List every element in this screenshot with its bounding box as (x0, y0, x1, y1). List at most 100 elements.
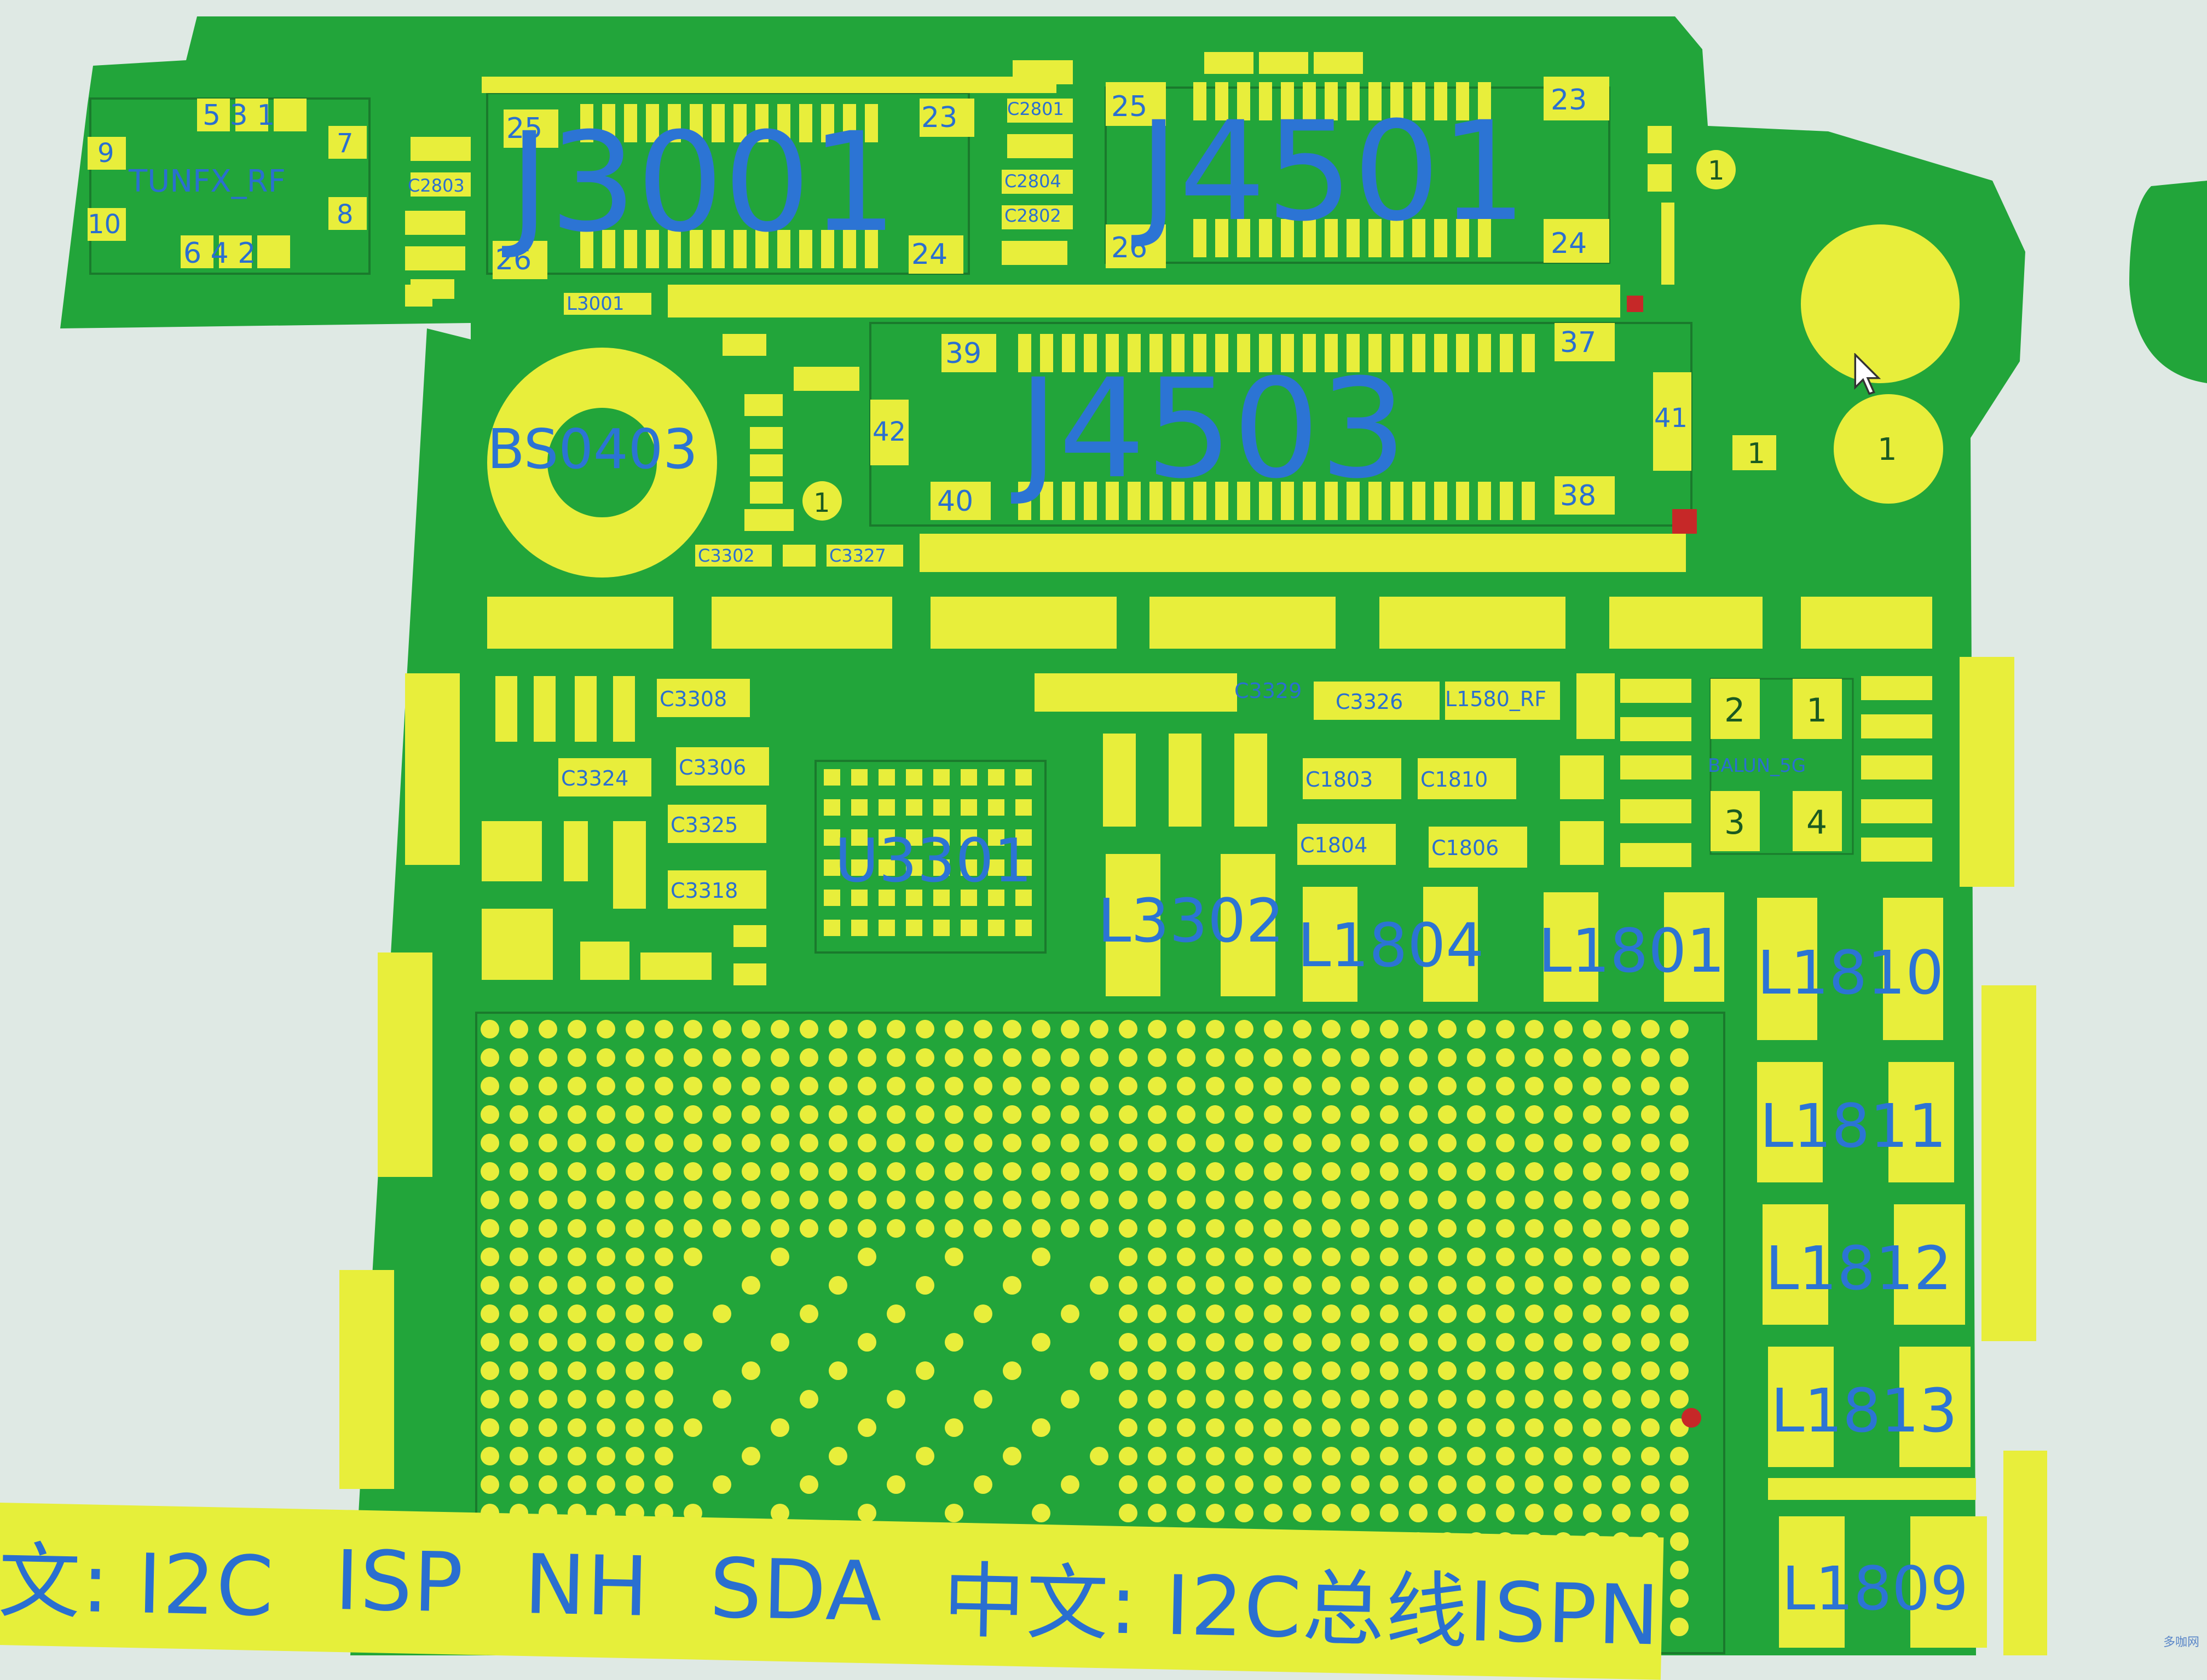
bga-ball (1148, 1248, 1166, 1266)
bga-ball (1206, 1105, 1224, 1124)
bga-ball (1380, 1333, 1399, 1352)
bga-ball (1409, 1191, 1428, 1209)
bga-ball (945, 1048, 963, 1067)
c2803-label: C2803 (408, 175, 465, 196)
c3300-cluster[interactable]: C3308 C3324 C3306 C3325 C3318 (482, 676, 769, 985)
mount-pin-small: 1 (1708, 155, 1725, 186)
bga-ball (1583, 1418, 1602, 1437)
tunfx-rf-component[interactable]: 5 3 1 6 4 2 9 10 7 8 TUNFX_RF (88, 97, 371, 275)
bga-ball (655, 1048, 673, 1067)
j3001-connector[interactable]: 25 23 26 24 J3001 (482, 77, 1056, 279)
u3301-pin (906, 829, 922, 846)
c1800-cluster[interactable]: C1803 C1810 C1804 C1806 (1297, 679, 1691, 868)
j3001-pin-26: 26 (495, 244, 531, 276)
j4503-pin-39: 39 (945, 337, 981, 370)
bga-ball (1554, 1304, 1573, 1323)
bga-ball (1583, 1048, 1602, 1067)
bga-ball (771, 1077, 789, 1095)
bga-soc-footprint[interactable] (475, 1012, 1725, 1654)
bga-ball (684, 1020, 702, 1038)
bga-ball (1496, 1105, 1515, 1124)
bga-ball (858, 1191, 876, 1209)
bs-side-pads[interactable]: 1 C3302 C3327 (695, 334, 903, 567)
bga-ball (1119, 1418, 1137, 1437)
bga-ball (1119, 1276, 1137, 1295)
bga-ball (626, 1077, 644, 1095)
bga-ball (1148, 1276, 1166, 1295)
bga-ball (1583, 1020, 1602, 1038)
bga-ball (1641, 1048, 1660, 1067)
bga-ball (974, 1077, 992, 1095)
bga-ball (568, 1219, 586, 1238)
bga-ball (568, 1105, 586, 1124)
bga-ball (1467, 1219, 1486, 1238)
bga-ball (1525, 1475, 1544, 1494)
bga-ball (1003, 1134, 1021, 1152)
bga-ball (1351, 1248, 1370, 1266)
bga-ball (916, 1361, 934, 1380)
bga-ball (1554, 1361, 1573, 1380)
bga-ball (539, 1447, 557, 1465)
bga-ball (1583, 1361, 1602, 1380)
bga-ball (1177, 1077, 1195, 1095)
c3324-label: C3324 (561, 766, 628, 790)
bga-ball (713, 1162, 731, 1181)
u3301-pin (824, 920, 840, 936)
j4501-connector[interactable]: 25 23 26 24 J4501 (1105, 52, 1610, 268)
bga-ball (1380, 1418, 1399, 1437)
bga-ball (800, 1162, 818, 1181)
bga-ball (539, 1475, 557, 1494)
bga-ball (1612, 1105, 1631, 1124)
l1812-label: L1812 (1765, 1233, 1952, 1303)
bga-ball (1525, 1219, 1544, 1238)
bga-ball (1293, 1361, 1312, 1380)
bga-ball (1467, 1248, 1486, 1266)
c2801-cluster[interactable]: C2803 (405, 137, 471, 299)
j4503-connector[interactable]: 39 37 40 38 42 41 J4503 (869, 322, 1697, 534)
l1580-label: L1580_RF (1445, 687, 1546, 711)
bga-ball (1235, 1162, 1253, 1181)
bga-ball (510, 1475, 528, 1494)
bga-ball (481, 1333, 499, 1352)
bga-ball (1583, 1333, 1602, 1352)
u3301-pin (906, 890, 922, 906)
j3001-label: J3001 (502, 103, 898, 262)
bga-ball (858, 1105, 876, 1124)
bga-ball (1554, 1276, 1573, 1295)
vertical-parts[interactable] (1103, 734, 1267, 827)
c2804-cluster[interactable]: C2804 C2802 C2801 (1002, 60, 1073, 265)
top-right-pads[interactable]: 1 (1627, 126, 1736, 312)
mount-hole-small[interactable]: 1 1 (1732, 394, 1943, 504)
bga-ball (1032, 1219, 1050, 1238)
u3301-ic[interactable]: U3301 (814, 760, 1047, 954)
bga-ball (800, 1191, 818, 1209)
bga-ball (1467, 1191, 1486, 1209)
mount-hole-top-right[interactable] (1801, 224, 1960, 383)
bga-ball (1438, 1248, 1457, 1266)
bga-ball (1612, 1162, 1631, 1181)
u3301-pin (906, 769, 922, 786)
bga-ball (1090, 1020, 1108, 1038)
pad-row-mid (920, 534, 1686, 572)
bs0403-standoff[interactable]: BS0403 (487, 348, 717, 578)
bga-ball (771, 1333, 789, 1352)
bga-ball (1641, 1475, 1660, 1494)
bga-ball (1409, 1020, 1428, 1038)
inductor-column[interactable]: L1810 L1811 L1812 L1813 L1809 (1757, 898, 1987, 1648)
bga-ball (1032, 1105, 1050, 1124)
bga-ball (655, 1447, 673, 1465)
bga-ball (1322, 1390, 1341, 1408)
bga-ball (1409, 1134, 1428, 1152)
bga-ball (1583, 1105, 1602, 1124)
bga-ball (684, 1134, 702, 1152)
bga-ball (829, 1162, 847, 1181)
bga-ball (829, 1219, 847, 1238)
balun-5g[interactable]: 2 1 3 4 BALUN_5G (1708, 678, 1854, 855)
bga-ball (1496, 1248, 1515, 1266)
inductor-row[interactable]: L3302 L1804 L1801 (1097, 854, 1725, 1002)
bga-ball (1148, 1418, 1166, 1437)
bga-ball (1467, 1475, 1486, 1494)
c3329-row[interactable]: C3329 C3326 L1580_RF (1035, 673, 1615, 739)
bga-ball (510, 1048, 528, 1067)
